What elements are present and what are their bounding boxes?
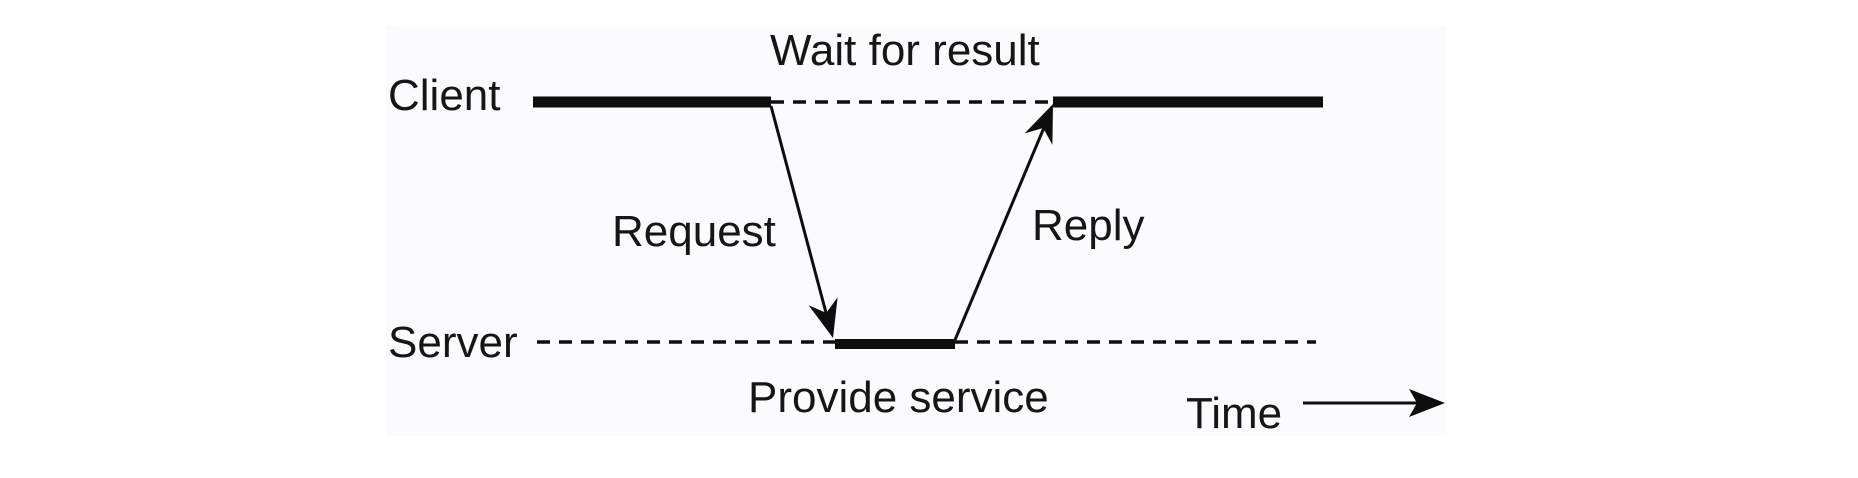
reply-label: Reply (1032, 201, 1145, 250)
diagram-panel (386, 26, 1447, 436)
reply-arrow-line (953, 117, 1050, 341)
client-label: Client (388, 71, 501, 120)
request-arrow-line (769, 105, 831, 325)
request-arrow-head (808, 297, 838, 338)
wait-for-result-label: Wait for result (770, 26, 1040, 75)
time-arrow-head (1409, 389, 1445, 417)
reply-arrow-head (1024, 104, 1053, 145)
provide-service-label: Provide service (748, 373, 1049, 422)
request-label: Request (612, 207, 776, 256)
time-label: Time (1186, 389, 1283, 438)
timeline-drawing (533, 96, 1445, 417)
server-label: Server (388, 318, 518, 367)
